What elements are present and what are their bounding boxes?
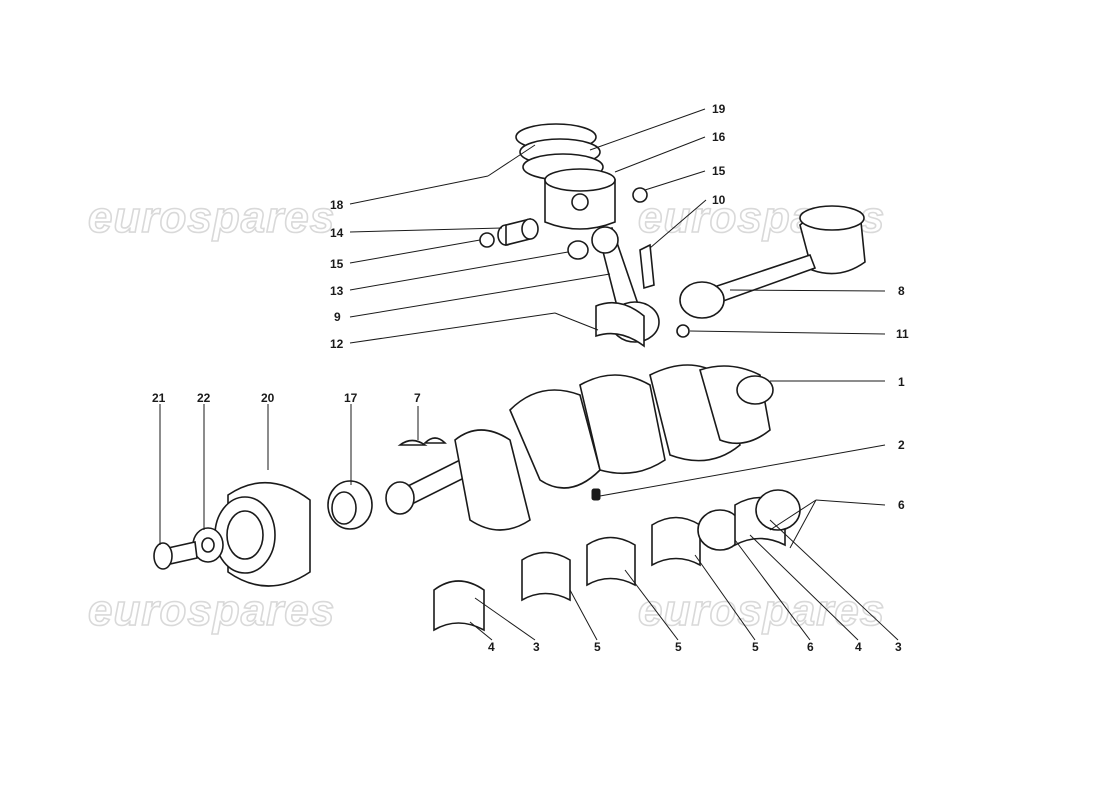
callout-5-third: 5: [752, 640, 759, 654]
callout-11: 11: [896, 327, 909, 341]
callout-4-right: 4: [855, 640, 862, 654]
circlip-left: [479, 232, 495, 248]
callout-15-left: 15: [330, 257, 344, 271]
crank-dowel: [591, 488, 601, 501]
callout-12: 12: [330, 337, 344, 351]
small-end-bush: [567, 240, 589, 260]
callout-6-bottom: 6: [807, 640, 814, 654]
piston-conrod-assembly-right: [679, 205, 866, 319]
callout-4-left: 4: [488, 640, 495, 654]
callout-2: 2: [898, 438, 905, 452]
callout-labels: 19 16 15 10 18 14 15 13 9 12 8 11 1 2 6 …: [152, 102, 909, 654]
callout-5-first: 5: [594, 640, 601, 654]
piston-rings: [515, 123, 604, 181]
watermark-top-left: eurospares: [88, 193, 335, 242]
circlip-right: [632, 187, 648, 203]
callout-16: 16: [712, 130, 726, 144]
leader-lines: [159, 108, 899, 641]
piston-left: [544, 168, 616, 230]
callout-21: 21: [152, 391, 166, 405]
washer: [192, 527, 224, 563]
callout-20: 20: [261, 391, 275, 405]
callout-13: 13: [330, 284, 344, 298]
pulley: [214, 481, 311, 587]
big-end-bearing: [595, 301, 645, 348]
conrod-nut: [676, 324, 690, 338]
callout-10: 10: [712, 193, 726, 207]
callout-18: 18: [330, 198, 344, 212]
timing-gear: [327, 480, 373, 530]
callout-14: 14: [330, 226, 344, 240]
pulley-bolt: [153, 541, 198, 570]
callout-8: 8: [898, 284, 905, 298]
callout-3-left: 3: [533, 640, 540, 654]
callout-1: 1: [898, 375, 905, 389]
crankshaft: [385, 364, 774, 531]
watermark-bottom-right: eurospares: [638, 586, 885, 635]
callout-19: 19: [712, 102, 726, 116]
callout-15-right: 15: [712, 164, 726, 178]
watermark-bottom-left: eurospares: [88, 586, 335, 635]
main-bearings: [433, 489, 801, 632]
conrod-bolt: [639, 243, 655, 290]
callout-22: 22: [197, 391, 211, 405]
callout-17: 17: [344, 391, 358, 405]
callout-5-second: 5: [675, 640, 682, 654]
callout-3-right: 3: [895, 640, 902, 654]
callout-9: 9: [334, 310, 341, 324]
woodruff-keys: [397, 437, 447, 446]
callout-6-right: 6: [898, 498, 905, 512]
piston-pin: [497, 217, 539, 247]
callout-7: 7: [414, 391, 421, 405]
